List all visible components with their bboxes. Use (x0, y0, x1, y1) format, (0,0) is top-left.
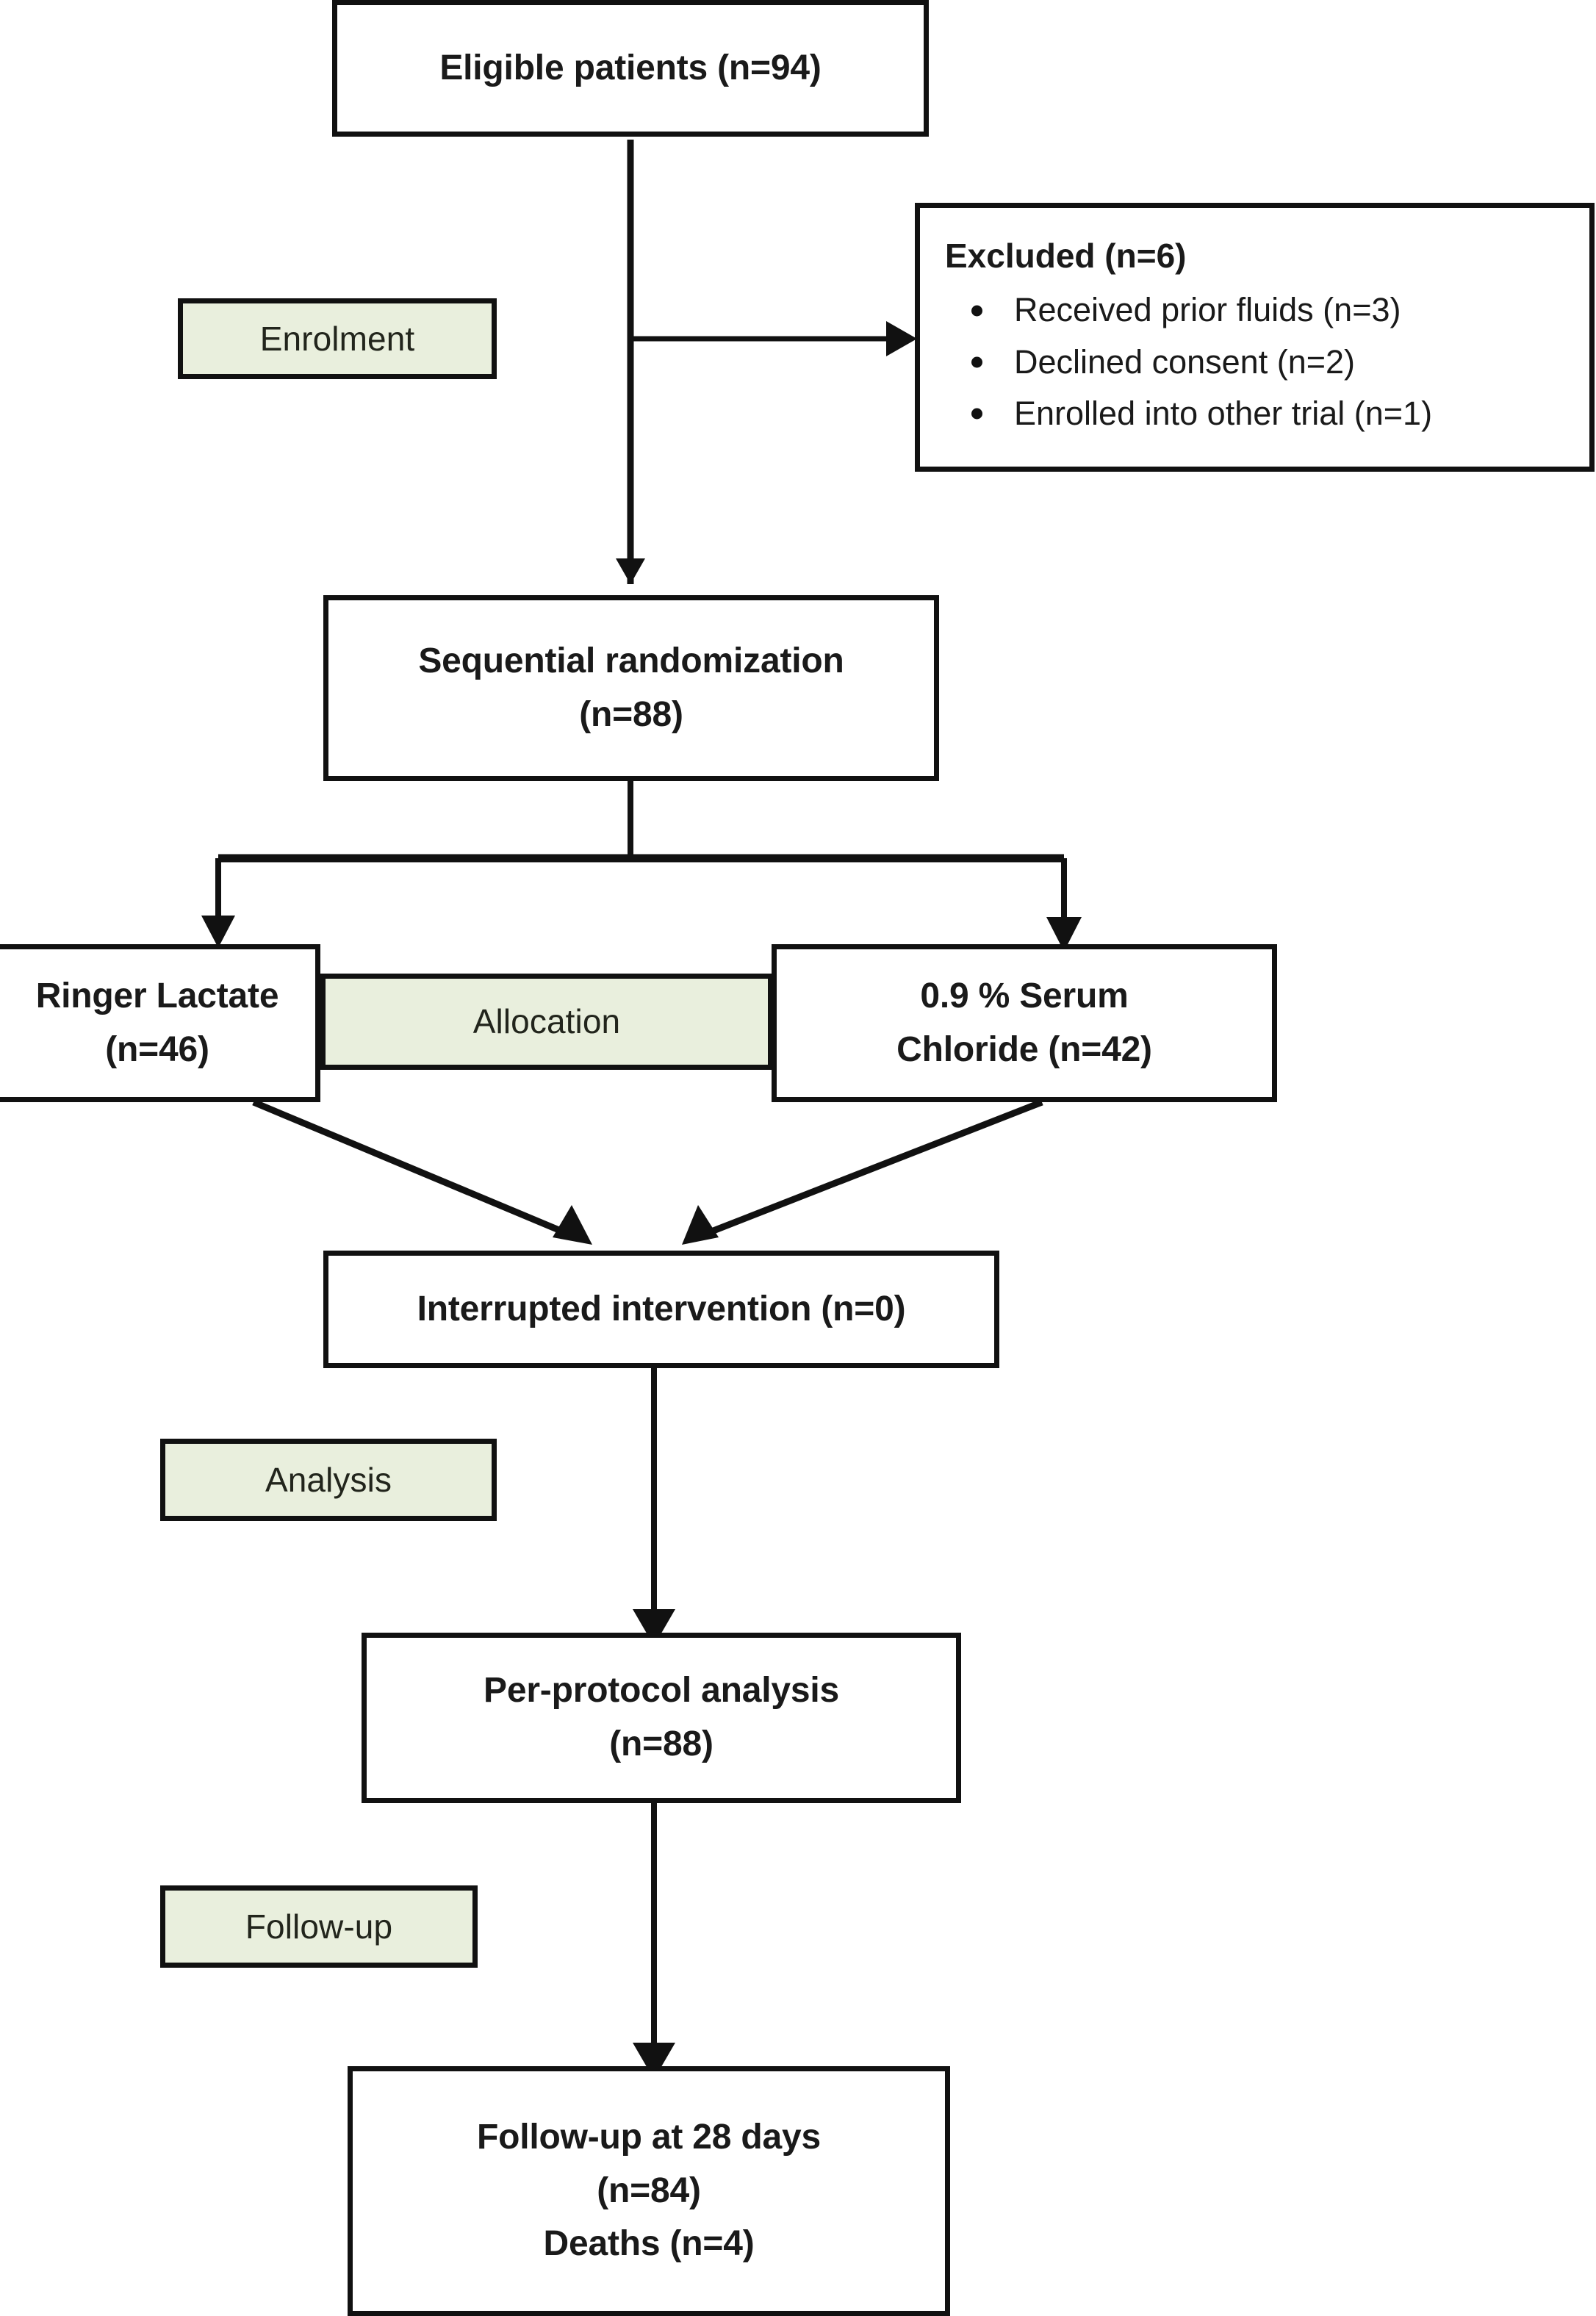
list-item: Enrolled into other trial (n=1) (967, 388, 1432, 439)
connector-interrupted-to-perprotocol (633, 1368, 675, 1646)
node-eligible-patients: Eligible patients (n=94) (332, 0, 929, 137)
node-arm-ringer-lactate-line-1: (n=46) (105, 1029, 209, 1069)
node-arm-ringer-lactate-line-0: Ringer Lactate (35, 976, 279, 1015)
node-followup-28-days-line-0: Follow-up at 28 days (476, 2117, 822, 2157)
list-item-label: Declined consent (n=2) (1014, 342, 1356, 381)
stage-label-followup: Follow-up (160, 1885, 478, 1968)
stage-label-analysis-text: Analysis (265, 1460, 392, 1499)
stage-label-analysis: Analysis (160, 1439, 497, 1521)
connector-perprotocol-to-followup (633, 1802, 675, 2079)
node-per-protocol-analysis-line-0: Per-protocol analysis (484, 1671, 839, 1711)
node-arm-serum-chloride: 0.9 % Serum Chloride (n=42) (772, 944, 1277, 1102)
bullet-dot-icon (971, 408, 982, 420)
node-arm-serum-chloride-line-1: Chloride (n=42) (896, 1029, 1152, 1069)
connector-randomization-split (201, 781, 1082, 952)
stage-label-followup-text: Follow-up (245, 1907, 393, 1946)
list-item-label: Enrolled into other trial (n=1) (1014, 394, 1433, 432)
node-sequential-randomization-line-1: (n=88) (579, 694, 683, 734)
connector-to-excluded (630, 321, 917, 356)
node-excluded-title: Excluded (n=6) (945, 236, 1187, 275)
connector-arms-to-interrupted (252, 1098, 1043, 1245)
node-excluded-list: Received prior fluids (n=3) Declined con… (945, 284, 1432, 439)
node-sequential-randomization: Sequential randomization (n=88) (323, 595, 939, 781)
node-eligible-patients-line-0: Eligible patients (n=94) (439, 48, 822, 87)
node-excluded: Excluded (n=6) Received prior fluids (n=… (915, 203, 1595, 472)
list-item: Received prior fluids (n=3) (967, 284, 1432, 336)
bullet-dot-icon (971, 356, 982, 368)
connector-eligible-to-randomization (616, 140, 645, 584)
node-followup-28-days: Follow-up at 28 days (n=84) Deaths (n=4) (348, 2066, 950, 2316)
list-item: Declined consent (n=2) (967, 337, 1432, 388)
list-item-label: Received prior fluids (n=3) (1014, 291, 1401, 329)
node-arm-serum-chloride-line-0: 0.9 % Serum (920, 976, 1129, 1015)
node-followup-28-days-line-1: (n=84) (597, 2171, 701, 2210)
stage-label-enrolment-text: Enrolment (259, 319, 415, 358)
stage-label-allocation-text: Allocation (472, 1002, 621, 1041)
node-per-protocol-analysis-line-1: (n=88) (609, 1725, 713, 1763)
stage-label-enrolment: Enrolment (178, 298, 497, 379)
node-interrupted-intervention-line-0: Interrupted intervention (n=0) (417, 1289, 906, 1328)
node-per-protocol-analysis: Per-protocol analysis (n=88) (362, 1633, 961, 1803)
node-arm-ringer-lactate: Ringer Lactate (n=46) (0, 944, 320, 1102)
stage-label-allocation: Allocation (320, 974, 773, 1070)
node-followup-28-days-line-2: Deaths (n=4) (543, 2224, 755, 2264)
bullet-dot-icon (971, 305, 982, 317)
node-interrupted-intervention: Interrupted intervention (n=0) (323, 1251, 999, 1368)
node-sequential-randomization-line-0: Sequential randomization (418, 641, 844, 680)
